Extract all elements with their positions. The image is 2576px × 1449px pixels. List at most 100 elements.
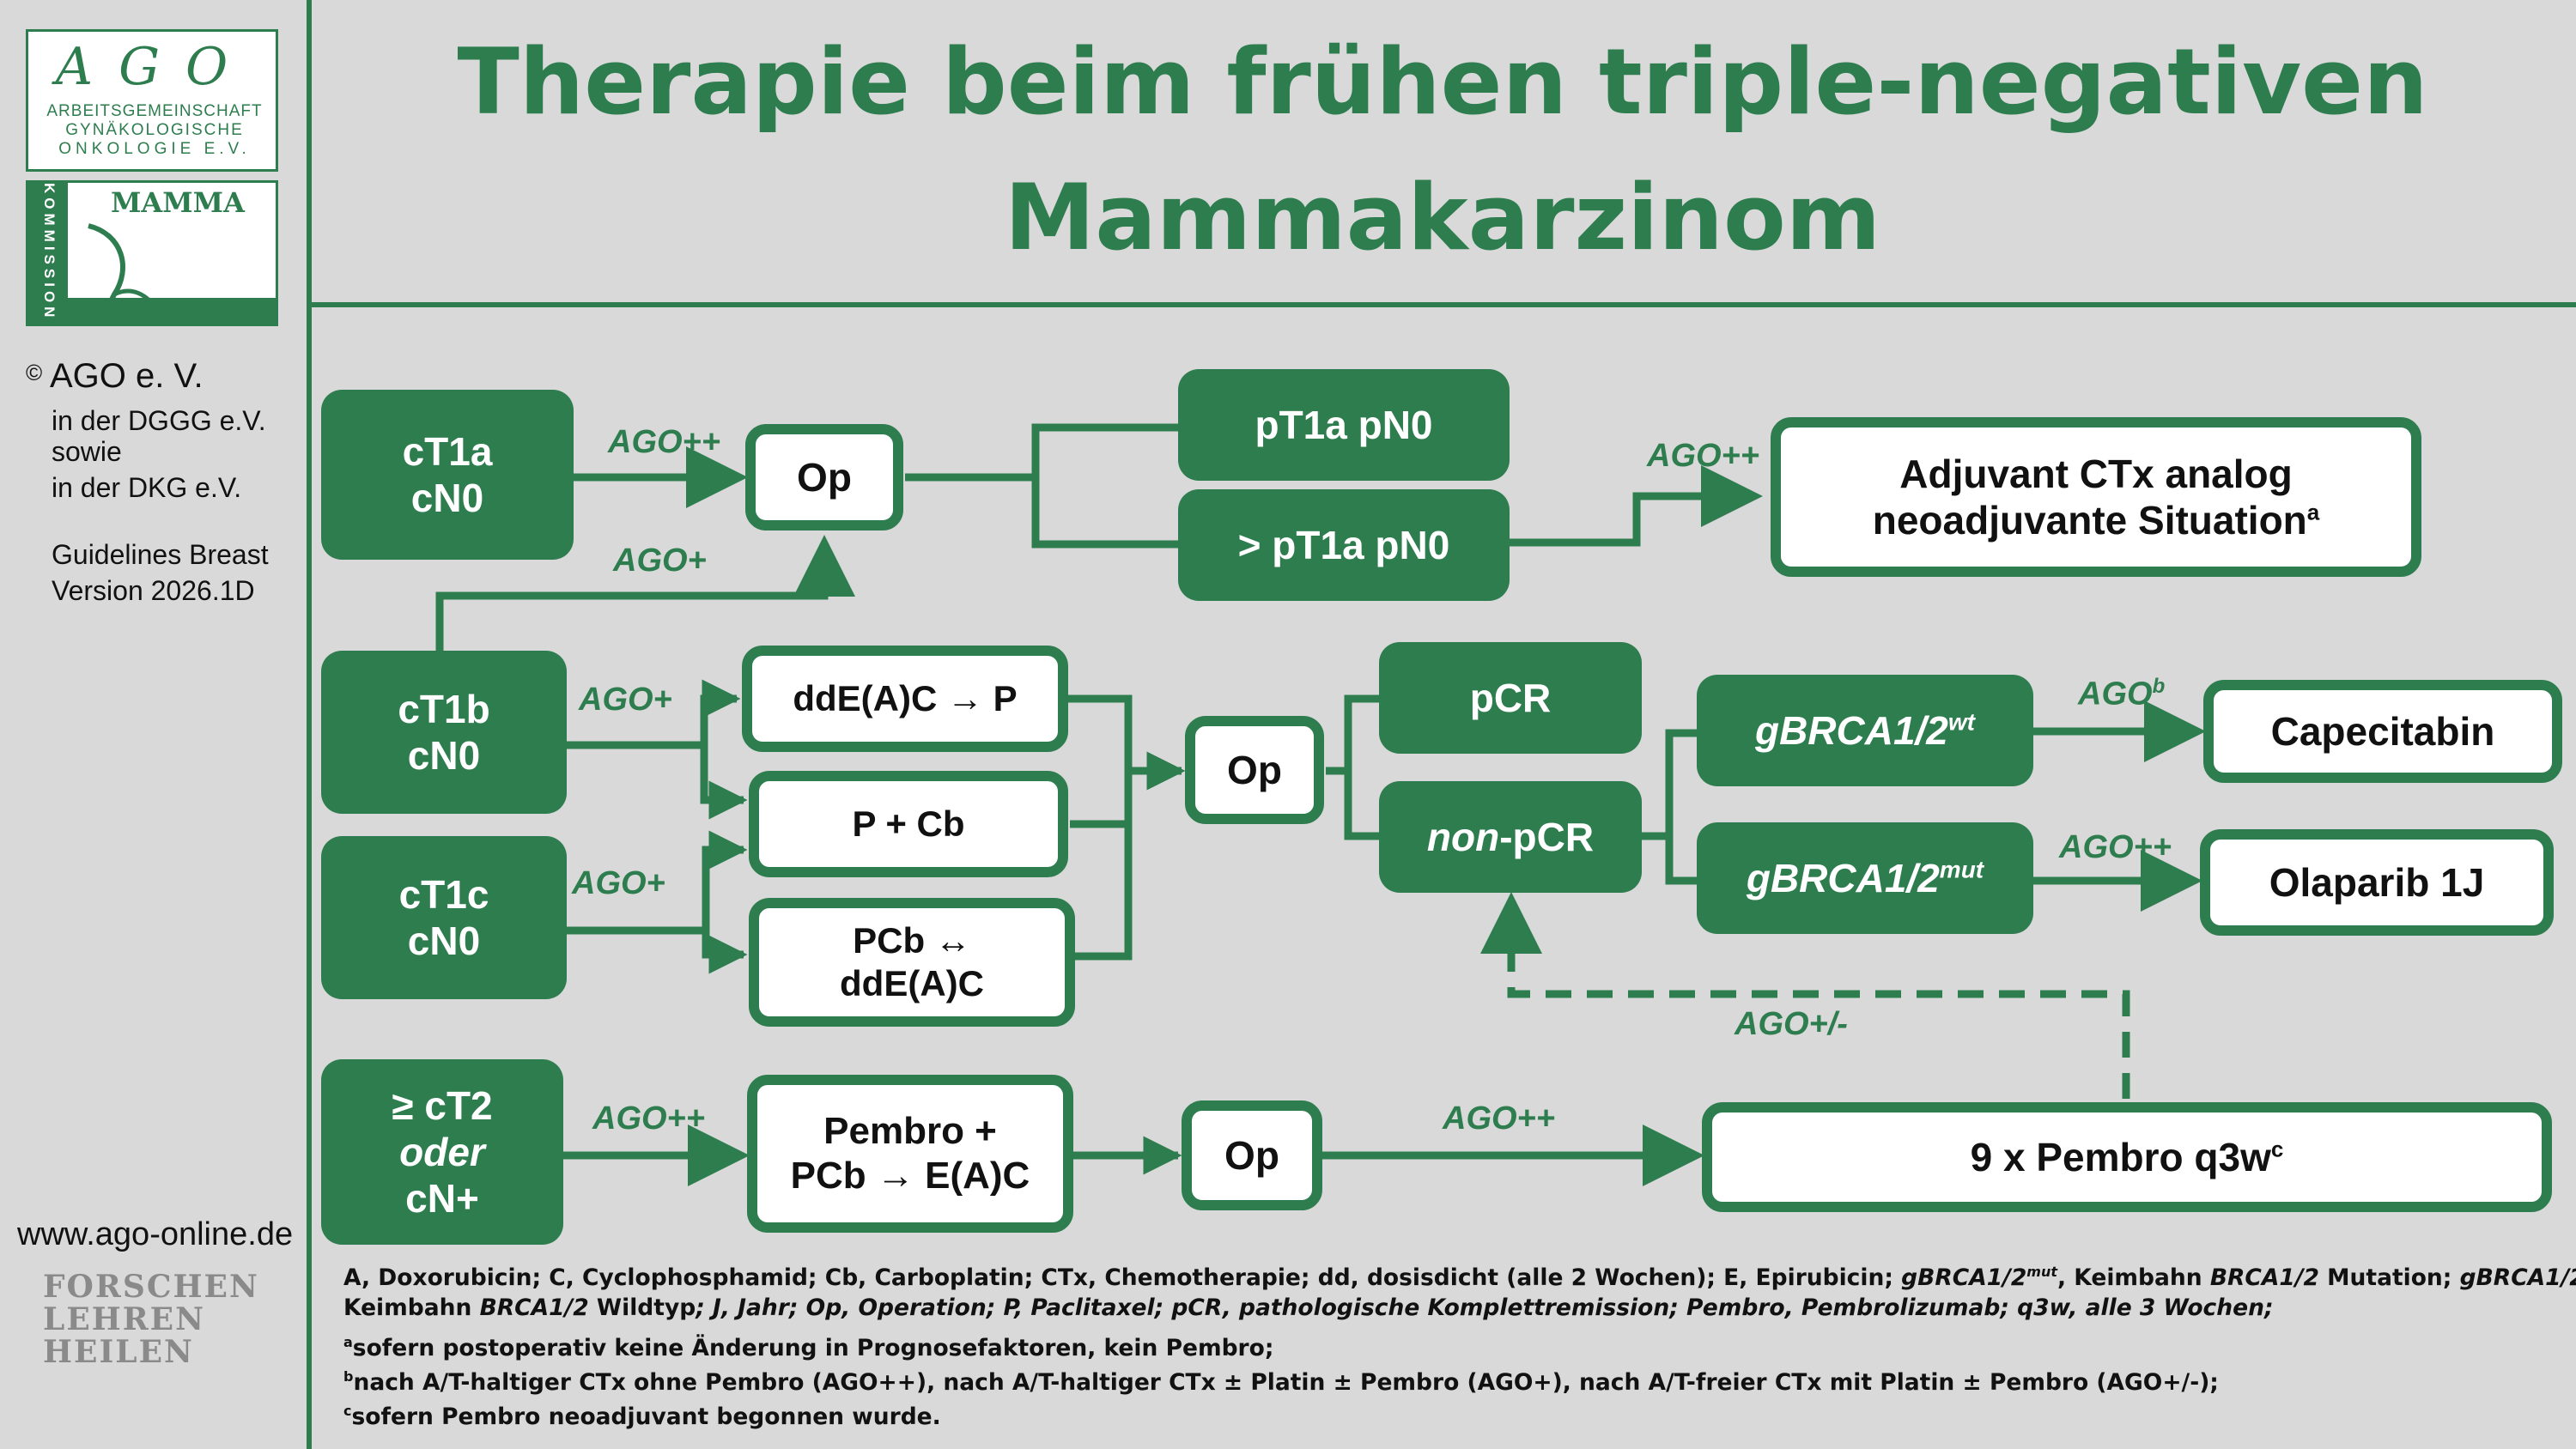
label-ct1b-op: AGO+ [613,543,707,579]
connector-ct1b-pcb [700,745,748,820]
label-capecitabin: AGOb [2078,675,2165,713]
adjuvant-line2: neoadjuvante Situation [1872,498,2307,543]
connector-ct1c-pcbdd [702,931,748,974]
connector-op-split [905,423,1182,482]
guidelines-line-2: Version 2026.1D [52,575,255,606]
connector-op2-nonpcr [1344,771,1379,840]
node-pembro-pcb: Pembro +PCb → E(A)C [747,1075,1073,1233]
node-pt1a-pn0: pT1a pN0 [1178,369,1510,481]
connector-gt-adjuvant [1508,465,1763,547]
ago-logo-subtitle-1: ARBEITSGEMEINSCHAFT [46,102,263,120]
label-ct2-pembro: AGO++ [592,1100,705,1137]
fn1-e: Mutation; [2318,1264,2460,1291]
connector-nonpcr-wt [1642,729,1697,840]
connector-split-gt [1031,477,1182,549]
logo-side-band [28,183,68,324]
label-ct1a-op: AGO++ [608,424,720,460]
footnote-abbreviations-1: A, Doxorubicin; C, Cyclophosphamid; Cb, … [343,1255,2576,1295]
pembro9-footnote-ref: c [2270,1136,2284,1162]
node-ct2-line2: oder [399,1129,485,1174]
footnote-a: asofern postoperativ keine Änderung in P… [343,1325,2542,1366]
connector-ct1b-ddeac [567,679,741,749]
node-pcb-dd-line2: ddE(A)C [840,963,984,1003]
node-ddeac-p: ddE(A)C → P [742,646,1068,752]
mamma-commission-logo: KOMMISSION MAMMA [26,180,278,326]
fn1-a: A, Doxorubicin; C, Cyclophosphamid; Cb, … [343,1264,1902,1291]
node-ct2-cn: ≥ cT2 oder cN+ [321,1059,563,1245]
ago-logo-text: AGO [55,37,254,97]
pembro-line2: PCb → E(A)C [790,1155,1030,1197]
label-adjuvant: AGO++ [1647,438,1759,474]
org-line-3: in der DKG e.V. [52,472,242,503]
fn1-b: gBRCA1/2 [1901,1264,2027,1291]
node-gt-pt1a-pn0: > pT1a pN0 [1178,489,1510,601]
adjuvant-line1: Adjuvant CTx analog [1899,451,2293,496]
connector-nonpcr-mut [1665,836,1697,885]
node-gbrca-mut: gBRCA1/2mut [1697,822,2033,934]
node-9x-pembro: 9 x Pembro q3wc [1702,1102,2552,1212]
node-op-2: Op [1185,716,1324,824]
connector-ct1b-op [435,535,855,652]
fn2-b: BRCA1/2 [479,1294,589,1321]
guidelines-line-1: Guidelines Breast [52,539,269,570]
node-p-cb: P + Cb [749,771,1068,877]
connector-ct1c-pcb [567,830,748,935]
label-ct1b-regimens: AGO+ [579,682,672,718]
node-capecitabin: Capecitabin [2203,680,2562,783]
node-pcb-dd-line1: PCb ↔ [853,920,971,961]
non-pcr-rest: -pCR [1499,814,1595,859]
footnote-b-marker: b [343,1368,354,1385]
pembro9-text: 9 x Pembro q3w [1970,1134,2271,1179]
non-pcr-italic: non [1426,814,1500,859]
ago-logo-subtitle-3: ONKOLOGIE E.V. [58,140,251,158]
label-capecitabin-text: AGO [2078,676,2153,712]
adjuvant-footnote-ref: a [2306,499,2320,525]
ago-logo: AGO ARBEITSGEMEINSCHAFT GYNÄKOLOGISCHE O… [26,29,278,172]
node-op-3: Op [1182,1100,1322,1210]
connector-pcb-op2 [1070,771,1133,828]
connector-pembro9-nonpcr-dashed [1480,892,2130,1099]
fn1-f: gBRCA1/2 [2459,1264,2576,1291]
node-ct1c-line2: cN0 [407,919,481,963]
fn1-d: BRCA1/2 [2209,1264,2319,1291]
motto-line-2: LEHREN [43,1301,206,1337]
footnote-a-marker: a [343,1334,353,1350]
node-pcb-ddeac: PCb ↔ddE(A)C [749,898,1075,1027]
fn2-c: Wildtyp [588,1294,696,1321]
node-adjuvant-ctx: Adjuvant CTx analog neoadjuvante Situati… [1771,417,2421,577]
label-op3-pembro9: AGO++ [1443,1100,1555,1137]
fn1-b-sup: mut [2026,1264,2057,1280]
motto-line-1: FORSCHEN [43,1269,259,1305]
pembro-line1: Pembro + [823,1110,997,1153]
gbrca-wt-sup: wt [1947,708,1976,736]
gbrca-mut-sup: mut [1939,856,1984,883]
node-gbrca-wt: gBRCA1/2wt [1697,675,2033,786]
footnote-a-text: sofern postoperativ keine Änderung in Pr… [352,1334,1274,1361]
footnote-c-marker: c [343,1403,352,1419]
label-dashed-nonpcr: AGO+/- [1735,1006,1848,1042]
connector-op2-pcr [1326,694,1379,775]
node-ct1c-line1: cT1c [398,871,489,917]
gbrca-wt-text: gBRCA1/2 [1754,707,1948,753]
node-op-1: Op [745,424,903,530]
node-ct1a-line1: cT1a [402,428,493,474]
org-line-1: in der DGGG e.V. [52,405,266,436]
copyright-text: AGO e. V. [50,357,204,395]
sidebar-divider [307,0,312,1449]
title-divider [309,302,2576,307]
gbrca-mut-text: gBRCA1/2 [1746,855,1940,900]
label-olaparib: AGO++ [2059,829,2172,865]
motto-line-3: HEILEN [43,1334,194,1370]
node-ct1b-line2: cN0 [407,733,481,778]
footnote-b-text: nach A/T-haltiger CTx ohne Pembro (AGO++… [353,1368,2219,1396]
label-capecitabin-sup: b [2152,675,2166,698]
org-line-2: sowie [52,436,122,467]
footnote-c-text: sofern Pembro neoadjuvant begonnen wurde… [351,1403,941,1430]
connector-pcbdd-op2 [1075,824,1133,961]
fn2-a: Keimbahn [343,1294,480,1321]
website-link[interactable]: www.ago-online.de [17,1216,294,1252]
